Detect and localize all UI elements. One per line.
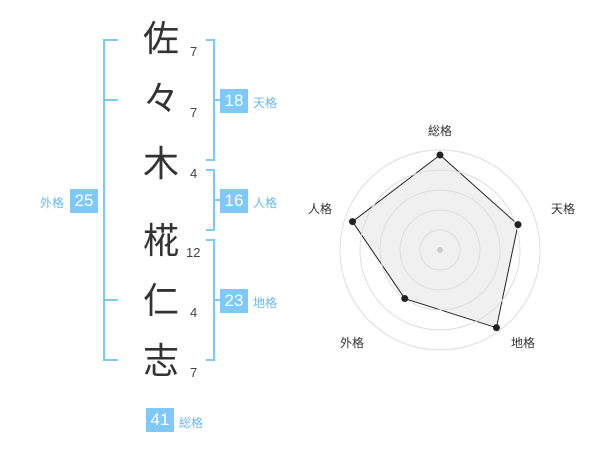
radar-point-2 (514, 221, 522, 229)
jinkaku-badge: 16 (220, 189, 248, 213)
radar-point-1 (436, 151, 444, 159)
radar-grid-ring (359, 169, 521, 331)
name-char-1: 佐 (142, 19, 179, 60)
stroke-count-2: 7 (190, 105, 198, 120)
stroke-count-4: 12 (186, 245, 201, 260)
name-char-6: 志 (142, 341, 179, 382)
stroke-count-5: 4 (190, 305, 198, 320)
radar-grid-ring (419, 229, 461, 271)
stroke-count-1: 7 (190, 44, 198, 59)
jinkaku-label: 人格 (253, 196, 278, 210)
name-char-4: 椛 (142, 221, 179, 262)
chikaku-label: 地格 (253, 296, 278, 310)
radar-grid-ring (399, 209, 481, 291)
name-char-2: 々 (142, 79, 179, 120)
tenkaku-badge: 18 (220, 89, 248, 113)
soukaku-label: 総格 (179, 416, 204, 430)
stroke-count-3: 4 (190, 166, 198, 181)
gaikaku-badge: 25 (70, 189, 98, 213)
radar-point-4 (401, 295, 409, 303)
radar-center-dot (437, 247, 443, 253)
radar-point-3 (492, 324, 500, 332)
chikaku-badge: 23 (220, 289, 248, 313)
gaikaku-label: 外格 (40, 196, 65, 210)
radar-grid-ring (379, 189, 501, 311)
name-char-3: 木 (142, 144, 179, 185)
radar-data-polygon (351, 154, 519, 329)
radar-point-5 (349, 218, 357, 226)
soukaku-badge: 41 (146, 408, 174, 432)
radar-label-jinkaku: 人格 (308, 202, 333, 216)
radar-label-soukaku: 総格 (428, 124, 453, 138)
gaikaku-bracket (103, 39, 118, 361)
tenkaku-label: 天格 (253, 96, 278, 110)
stroke-count-6: 7 (190, 365, 198, 380)
radar-label-chikaku: 地格 (511, 336, 536, 350)
name-char-5: 仁 (142, 281, 179, 322)
radar-label-gaikaku: 外格 (340, 336, 365, 350)
radar-label-tenkaku: 天格 (551, 202, 576, 216)
